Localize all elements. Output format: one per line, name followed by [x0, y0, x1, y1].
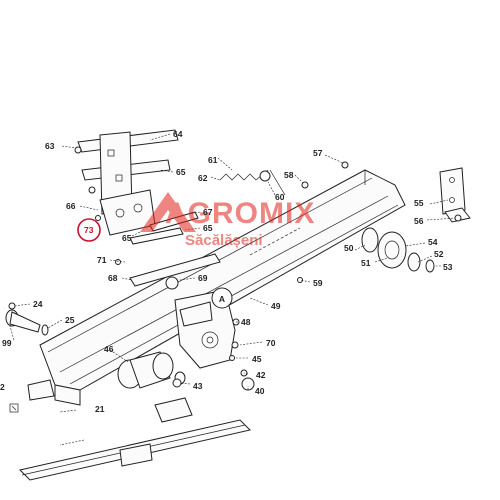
part-number: 64 [173, 129, 183, 139]
part-number: 71 [97, 255, 107, 265]
spring-61-bolt-60 [219, 169, 286, 196]
part-number: 57 [313, 148, 323, 158]
watermark-logo-shape [140, 192, 196, 232]
part-number: 65 [176, 167, 186, 177]
part-number: 48 [241, 317, 251, 327]
part-labels: 63 64 65 66 67 65 65 71 68 69 61 62 60 5… [0, 129, 453, 414]
part-number: 51 [361, 258, 371, 268]
highlight-ring [77, 218, 101, 242]
top-bracket-assembly [74, 129, 199, 245]
part-number: 24 [33, 299, 43, 309]
section-marker-label: A [219, 294, 225, 304]
part-number: 45 [252, 354, 262, 364]
part-number: 54 [428, 237, 438, 247]
right-bracket-55 [439, 167, 471, 223]
bar-68 [129, 253, 221, 287]
part-number: 58 [284, 170, 294, 180]
part-number: 60 [275, 192, 285, 202]
main-rail [39, 169, 406, 406]
part-number: 46 [104, 344, 114, 354]
part-number: 66 [66, 201, 76, 211]
highlighted-part-number: 73 [84, 225, 94, 235]
watermark: AGROMIX Săcălășeni [140, 192, 315, 249]
part-number: 65 [203, 223, 213, 233]
part-number: 59 [313, 278, 323, 288]
part-number: 42 [256, 370, 266, 380]
part-number: 62 [198, 173, 208, 183]
part-number: 68 [108, 273, 118, 283]
part-number: 2 [0, 382, 5, 392]
part-number: 43 [193, 381, 203, 391]
pulley-assembly [361, 227, 435, 273]
part-number: 63 [45, 141, 55, 151]
part-number: 40 [255, 386, 265, 396]
motor-46 [117, 351, 186, 389]
part-number: 52 [434, 249, 444, 259]
part-number: 21 [95, 404, 105, 414]
part-number: 55 [414, 198, 424, 208]
leader-lines [9, 133, 456, 446]
corner-mark [9, 403, 19, 413]
part-number: 99 [2, 338, 12, 348]
part-number: 61 [208, 155, 218, 165]
part-number: 56 [414, 216, 424, 226]
part-number: 69 [198, 273, 208, 283]
section-marker-a: A [211, 287, 233, 309]
watermark-line1: AGROMIX [165, 197, 315, 230]
part-number: 70 [266, 338, 276, 348]
part-number: 50 [344, 243, 354, 253]
part-number: 65 [122, 233, 132, 243]
gear-housing [165, 276, 236, 369]
left-shaft [5, 302, 49, 336]
fasteners [95, 161, 349, 361]
highlight-callout: 73 [77, 218, 101, 242]
part-number: 25 [65, 315, 75, 325]
part-number: 49 [271, 301, 281, 311]
lower-parts [27, 369, 255, 467]
watermark-line2: Săcălășeni [185, 232, 263, 249]
part-number: 53 [443, 262, 453, 272]
part-number: 67 [203, 207, 213, 217]
